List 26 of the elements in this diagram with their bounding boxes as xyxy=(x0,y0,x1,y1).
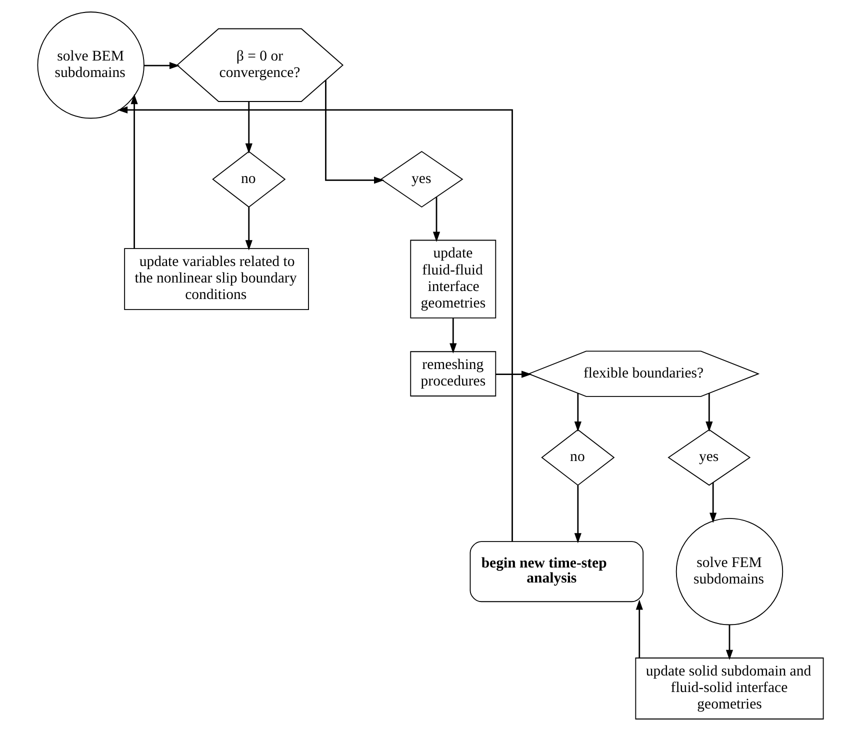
arrow xyxy=(450,318,457,354)
arrow xyxy=(144,62,180,70)
node-diamond: yes xyxy=(380,150,464,208)
arrow xyxy=(117,106,513,542)
arrow xyxy=(432,197,440,242)
node-box: update fluid-fluid interface geometries xyxy=(410,240,496,318)
node-diamond: yes xyxy=(668,429,751,486)
node-box: begin new time-step analysis xyxy=(470,541,644,602)
arrow xyxy=(245,102,252,154)
node-circle: solve FEM subdomains xyxy=(676,518,784,626)
node-box: remeshing procedures xyxy=(410,351,496,396)
arrow xyxy=(325,80,384,184)
arrow xyxy=(636,600,643,658)
arrow xyxy=(245,207,252,250)
arrow xyxy=(130,94,138,248)
arrow xyxy=(496,370,532,378)
node-box: update solid subdomain and fluid-solid interface geometries xyxy=(635,658,824,720)
node-diamond: no xyxy=(541,429,615,486)
arrow xyxy=(726,624,734,660)
arrow xyxy=(710,482,717,523)
arrow xyxy=(706,393,713,432)
arrow xyxy=(574,485,582,544)
arrow xyxy=(574,393,582,432)
node-circle: solve BEM subdomains xyxy=(37,12,144,119)
node-box: update variables related to the nonlinear slip boundary conditions xyxy=(124,248,309,310)
node-diamond: no xyxy=(212,150,286,208)
